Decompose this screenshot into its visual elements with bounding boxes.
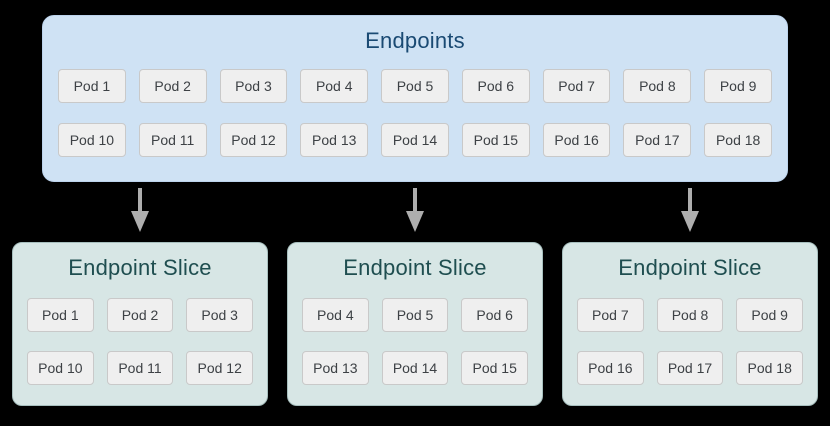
- arrow-column: [562, 188, 818, 233]
- pod: Pod 12: [186, 351, 254, 385]
- endpoints-pod-row-2: Pod 10 Pod 11 Pod 12 Pod 13 Pod 14 Pod 1…: [58, 123, 773, 157]
- slice-pod-row-1: Pod 1 Pod 2 Pod 3: [27, 298, 254, 332]
- pod: Pod 14: [381, 123, 449, 157]
- pod: Pod 12: [219, 123, 288, 157]
- pod: Pod 18: [736, 351, 804, 385]
- pod: Pod 1: [27, 298, 94, 332]
- slice-pod-row-2: Pod 16 Pod 17 Pod 18: [577, 351, 804, 385]
- down-arrow-icon: [681, 188, 699, 233]
- pod: Pod 5: [381, 69, 449, 103]
- pod: Pod 7: [577, 298, 644, 332]
- pod: Pod 15: [461, 123, 530, 157]
- pod: Pod 13: [300, 123, 369, 157]
- pod: Pod 10: [58, 123, 126, 157]
- slice-pod-row-1: Pod 4 Pod 5 Pod 6: [302, 298, 529, 332]
- arrow-stem: [413, 188, 417, 211]
- pod: Pod 9: [704, 69, 773, 103]
- arrows-row: [12, 188, 818, 233]
- pod: Pod 7: [542, 69, 611, 103]
- endpoint-slice-box-2: Endpoint Slice Pod 4 Pod 5 Pod 6 Pod 13 …: [287, 242, 543, 406]
- arrow-stem: [138, 188, 142, 211]
- arrow-column: [287, 188, 543, 233]
- pod: Pod 10: [27, 351, 94, 385]
- pod: Pod 8: [656, 298, 724, 332]
- endpoint-slice-title: Endpoint Slice: [68, 255, 212, 280]
- arrow-head: [681, 211, 699, 232]
- pod: Pod 14: [381, 351, 449, 385]
- pod: Pod 13: [302, 351, 369, 385]
- arrow-stem: [688, 188, 692, 211]
- endpoints-pod-row-1: Pod 1 Pod 2 Pod 3 Pod 4 Pod 5 Pod 6 Pod …: [58, 69, 773, 103]
- endpoint-slice-title: Endpoint Slice: [343, 255, 487, 280]
- pod: Pod 17: [623, 123, 692, 157]
- pod: Pod 2: [138, 69, 207, 103]
- endpoints-box: Endpoints Pod 1 Pod 2 Pod 3 Pod 4 Pod 5 …: [42, 15, 788, 182]
- pod: Pod 1: [58, 69, 126, 103]
- pod: Pod 2: [106, 298, 174, 332]
- slice-pod-row-2: Pod 13 Pod 14 Pod 15: [302, 351, 529, 385]
- endpoints-title: Endpoints: [365, 28, 465, 53]
- endpoint-slice-box-1: Endpoint Slice Pod 1 Pod 2 Pod 3 Pod 10 …: [12, 242, 268, 406]
- pod: Pod 4: [300, 69, 369, 103]
- slice-pod-row-1: Pod 7 Pod 8 Pod 9: [577, 298, 804, 332]
- endpoint-slice-title: Endpoint Slice: [618, 255, 762, 280]
- pod: Pod 17: [656, 351, 724, 385]
- slices-row: Endpoint Slice Pod 1 Pod 2 Pod 3 Pod 10 …: [12, 242, 818, 406]
- down-arrow-icon: [131, 188, 149, 233]
- pod: Pod 4: [302, 298, 369, 332]
- down-arrow-icon: [406, 188, 424, 233]
- pod: Pod 15: [461, 351, 529, 385]
- pod: Pod 9: [736, 298, 804, 332]
- pod: Pod 16: [542, 123, 611, 157]
- pod: Pod 6: [461, 298, 529, 332]
- pod: Pod 6: [461, 69, 530, 103]
- pod: Pod 16: [577, 351, 644, 385]
- pod: Pod 8: [623, 69, 692, 103]
- pod: Pod 3: [186, 298, 254, 332]
- arrow-head: [406, 211, 424, 232]
- slice-pod-row-2: Pod 10 Pod 11 Pod 12: [27, 351, 254, 385]
- pod: Pod 11: [106, 351, 174, 385]
- pod: Pod 18: [704, 123, 773, 157]
- endpoint-slice-box-3: Endpoint Slice Pod 7 Pod 8 Pod 9 Pod 16 …: [562, 242, 818, 406]
- pod: Pod 11: [138, 123, 207, 157]
- pod: Pod 5: [381, 298, 449, 332]
- arrow-column: [12, 188, 268, 233]
- arrow-head: [131, 211, 149, 232]
- pod: Pod 3: [219, 69, 288, 103]
